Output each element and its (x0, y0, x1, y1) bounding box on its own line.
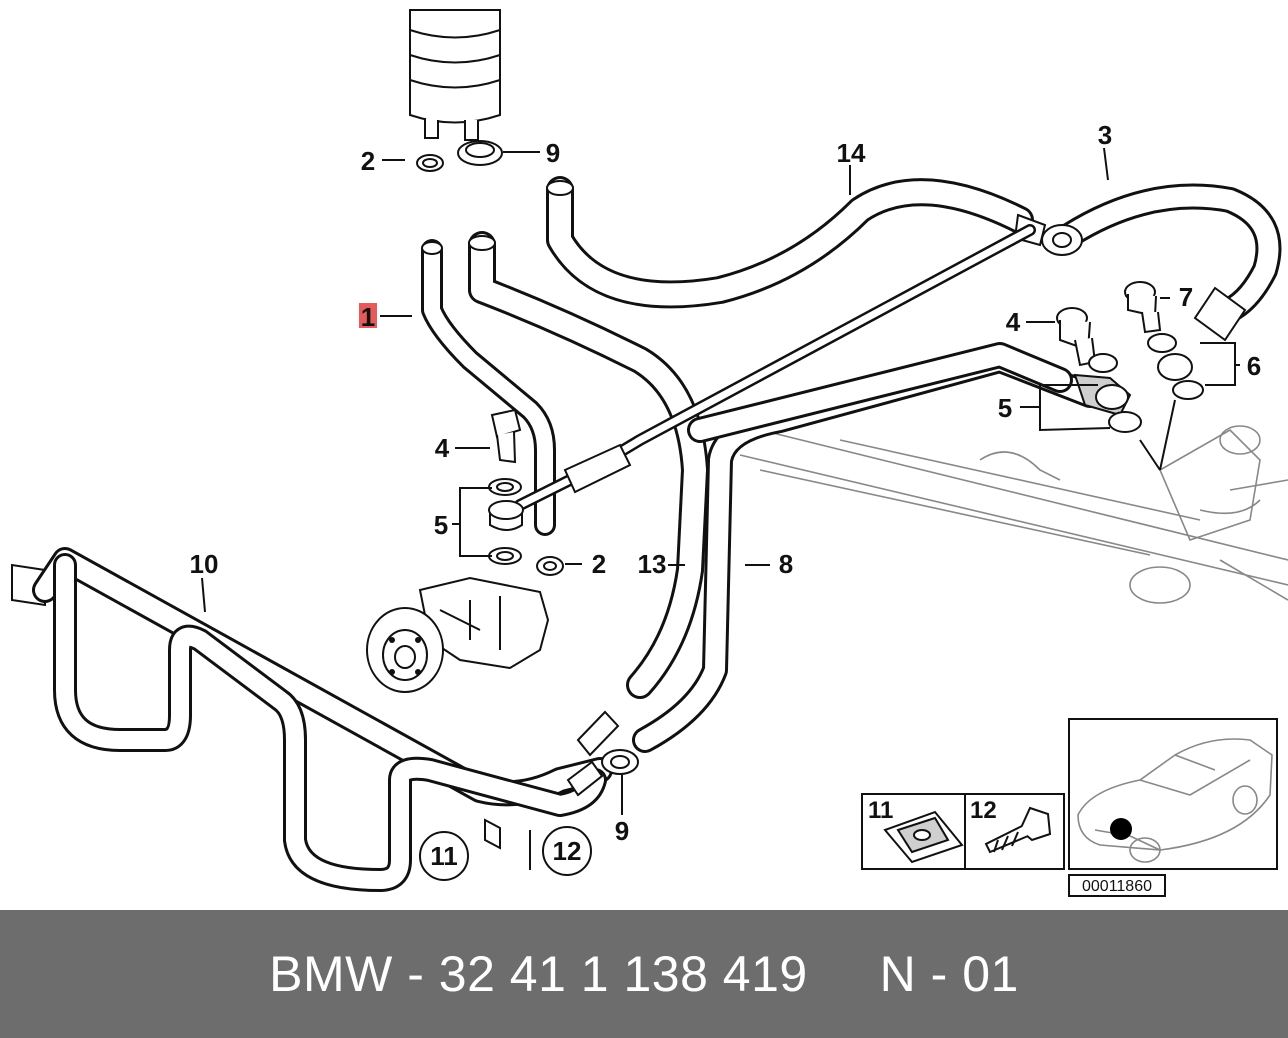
callout-5-right: 5 (998, 393, 1012, 423)
banjo-bolt-4-left (490, 408, 522, 464)
hose-14 (546, 176, 1034, 309)
callout-12: 12 (553, 836, 582, 866)
vehicle-location-thumbnail (1068, 718, 1278, 870)
callout-1: 1 (361, 302, 375, 332)
hose-8 (632, 342, 1103, 753)
callouts: 1 2 9 14 3 7 4 6 5 4 5 2 13 8 10 9 11 12 (190, 120, 1261, 881)
seal-rings-5-right (1073, 353, 1142, 433)
drawing-number: 00011860 (1068, 874, 1166, 897)
legend-12-label: 12 (970, 797, 997, 824)
callout-5-left: 5 (434, 510, 448, 540)
parts-legend: 11 12 (861, 793, 1065, 870)
seal-rings-6 (1147, 333, 1204, 400)
callout-11: 11 (430, 841, 458, 871)
callout-2-top: 2 (361, 146, 375, 176)
diagram-canvas: 1 2 9 14 3 7 4 6 5 4 5 2 13 8 10 9 11 12… (11, 9, 1288, 897)
seal-rings-5-left (488, 478, 524, 565)
footer-bar: BMW - 32 41 1 138 419 N - 01 (0, 910, 1288, 1038)
callout-4-right: 4 (1006, 307, 1021, 337)
callout-9-bottom: 9 (615, 816, 629, 846)
hose-clamp-9-bottom (601, 749, 639, 775)
hose-clamp-2-bottom (536, 556, 564, 576)
hose-13 (468, 231, 709, 699)
callout-13: 13 (638, 549, 667, 579)
callout-1-highlight (359, 303, 377, 328)
banjo-bolt-7 (1124, 281, 1162, 334)
banjo-bolt-4-right (1056, 307, 1097, 367)
callout-10: 10 (190, 549, 219, 579)
pressure-line (514, 224, 1036, 511)
callout-12-circle (542, 826, 592, 876)
steering-rack (719, 419, 1288, 604)
hose-clamp-9-top (457, 140, 503, 166)
drawing-number-text: 00011860 (1082, 878, 1152, 895)
screw-icon (984, 806, 1052, 854)
legend-11-label: 11 (868, 797, 893, 824)
speed-nut-icon (883, 810, 964, 864)
hose-3 (1057, 183, 1282, 342)
callout-7: 7 (1179, 282, 1193, 312)
callout-9-top: 9 (546, 138, 560, 168)
callout-2-bottom: 2 (592, 549, 606, 579)
power-steering-pump (366, 576, 550, 693)
leader-lines (201, 147, 1240, 815)
parts-diagram: 1 2 9 14 3 7 4 6 5 4 5 2 13 8 10 9 11 12… (11, 9, 1288, 897)
callout-3: 3 (1098, 120, 1112, 150)
callout-14: 14 (837, 138, 866, 168)
cooler-loop-10 (11, 547, 620, 892)
callout-8: 8 (779, 549, 793, 579)
hose-clamp-2-top (416, 154, 444, 172)
part-number-caption: BMW - 32 41 1 138 419 N - 01 (269, 946, 1019, 1002)
clip-bracket (484, 818, 531, 870)
callout-6: 6 (1247, 351, 1261, 381)
callout-4-left: 4 (435, 433, 450, 463)
location-marker (1110, 818, 1132, 840)
reservoir (409, 9, 501, 141)
callout-11-circle (419, 831, 469, 881)
hose-1 (421, 239, 556, 536)
